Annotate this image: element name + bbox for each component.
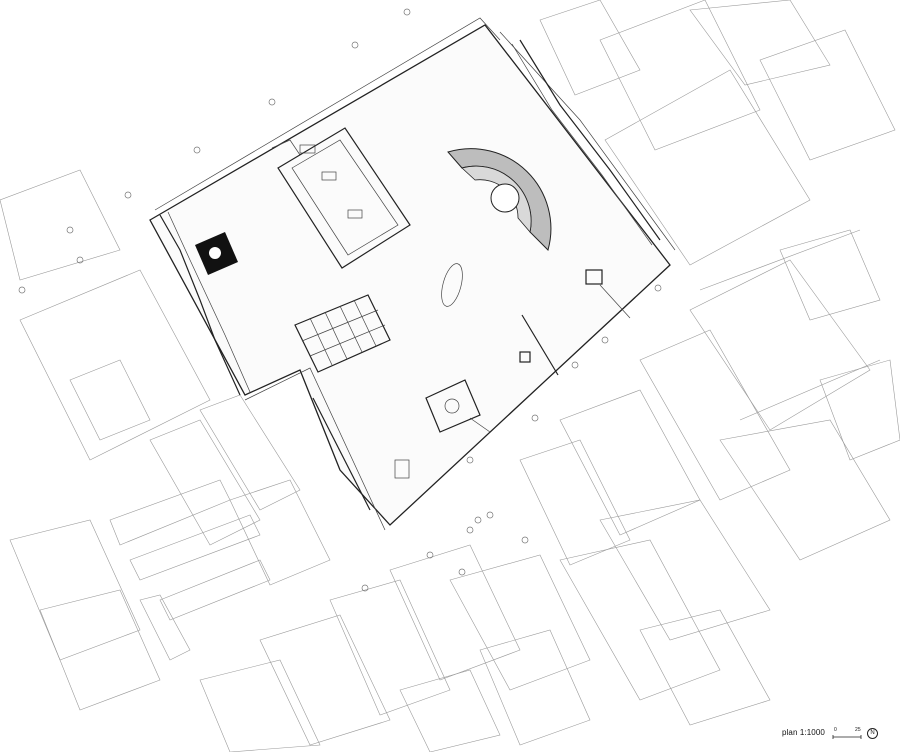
scale-start-label: 0: [834, 727, 837, 733]
black-sculpture: [195, 232, 238, 275]
scale-bar: [832, 735, 862, 739]
north-arrow-icon: N: [867, 728, 878, 739]
pavilion-block: [277, 127, 411, 269]
spiral-amphitheatre: [447, 148, 552, 251]
small-structures: [394, 263, 631, 479]
plan-scale-label: plan 1:1000: [782, 728, 825, 737]
trees: [18, 8, 662, 592]
scale-end-label: 25: [855, 727, 861, 733]
perimeter-walls: [159, 39, 661, 396]
museum-site: [149, 17, 676, 531]
grid-pavilion: [294, 294, 391, 373]
sculpture-plaza: [425, 379, 491, 433]
